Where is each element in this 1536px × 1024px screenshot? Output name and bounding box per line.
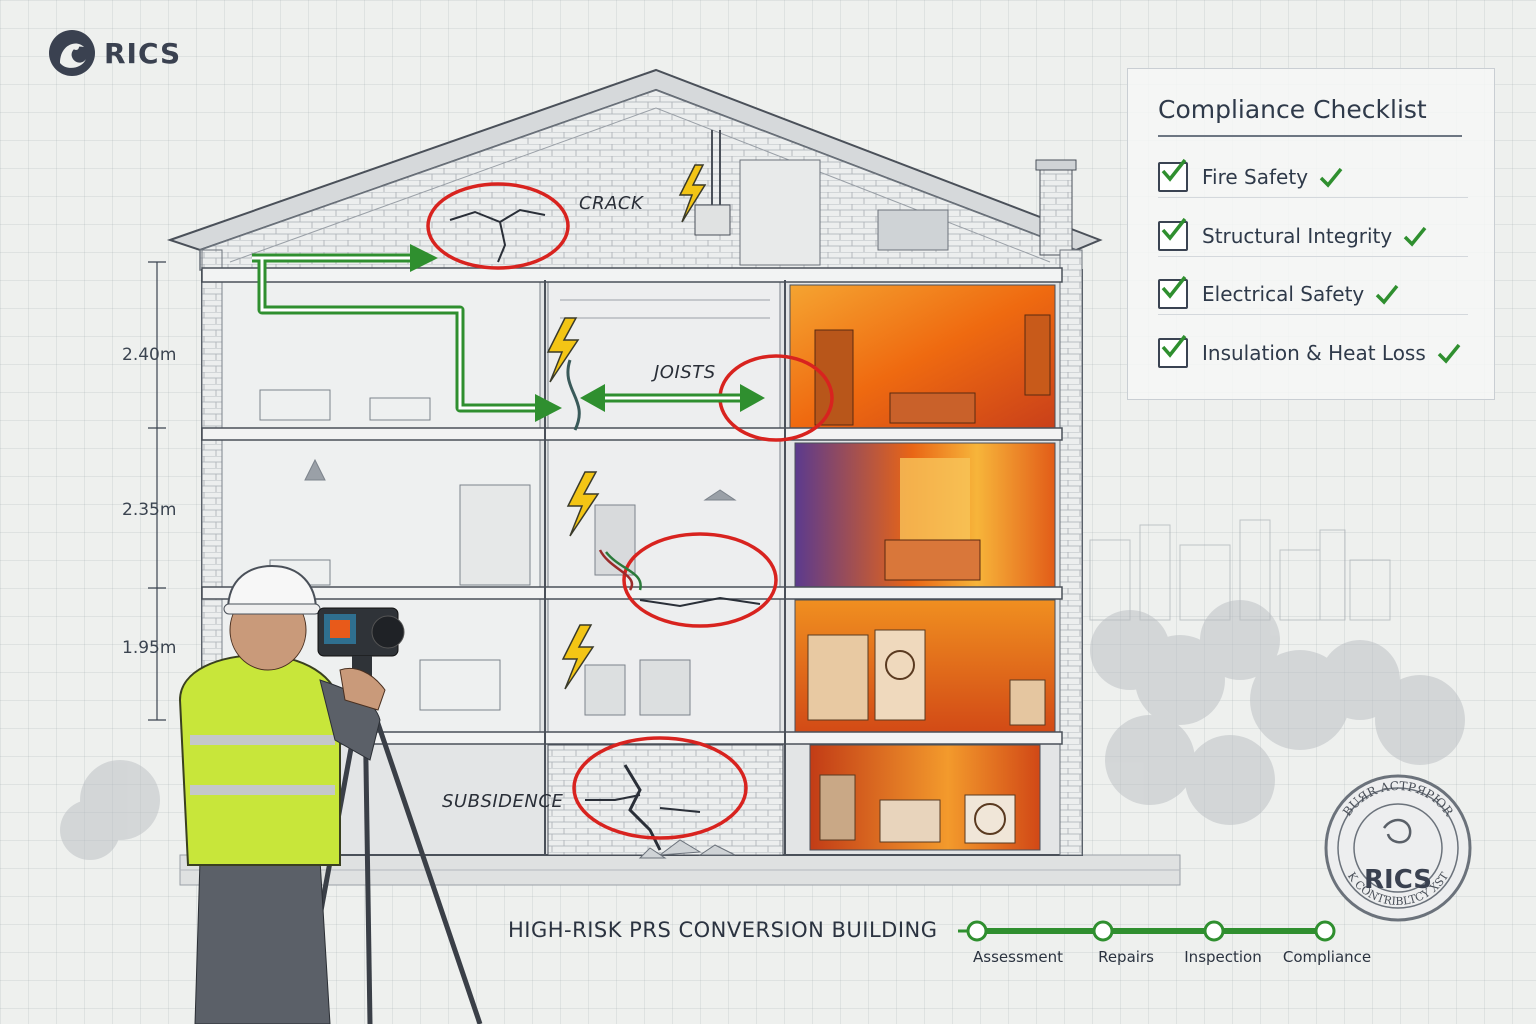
checkbox-icon[interactable] [1158,275,1188,309]
timeline-step-repairs[interactable]: Repairs [1098,948,1154,966]
dimension-lines [148,261,166,721]
dimension-label-middle: 2.35m [122,500,177,520]
checklist-item-fire-safety[interactable]: Fire Safety [1158,157,1468,198]
rubble [638,839,736,859]
checklist-divider [1158,135,1462,137]
rics-logo: RICS [46,26,181,80]
compliance-checklist: Compliance Checklist Fire Safety Structu… [1127,68,1495,400]
left-rooms [221,279,541,734]
checkmark-icon [1319,167,1343,188]
hard-hat-icon [226,564,318,611]
surveyor [178,564,483,1024]
checklist-title: Compliance Checklist [1158,95,1427,124]
progress-timeline [958,920,1336,942]
checklist-item-electrical-safety[interactable]: Electrical Safety [1158,274,1468,315]
checklist-item-label: Electrical Safety [1202,282,1365,306]
rics-seal [1324,774,1472,922]
checklist-item-label: Structural Integrity [1202,224,1393,248]
checkbox-icon[interactable] [1158,334,1188,368]
attic-crack [449,208,546,263]
chimney [1039,164,1073,256]
callout-crack: CRACK [579,193,644,214]
checkbox-icon[interactable] [1158,217,1188,251]
checklist-item-insulation-heat-loss[interactable]: Insulation & Heat Loss [1158,333,1468,373]
attic-electrical-box [694,204,731,236]
building-title: HIGH-RISK PRS CONVERSION BUILDING [508,918,938,942]
timeline-step-inspection[interactable]: Inspection [1184,948,1262,966]
checklist-item-label: Fire Safety [1202,165,1309,189]
timeline-step-assessment[interactable]: Assessment [973,948,1063,966]
checklist-item-label: Insulation & Heat Loss [1202,341,1426,365]
callout-subsidence: SUBSIDENCE [442,791,564,812]
dimension-label-bottom: 1.95m [122,638,177,658]
checklist-item-structural-integrity[interactable]: Structural Integrity [1158,216,1468,257]
checkmark-icon [1376,284,1399,305]
checkbox-icon[interactable] [1158,158,1188,192]
checkmark-icon [1403,226,1427,247]
lightning-icon [546,164,707,690]
timeline-step-compliance[interactable]: Compliance [1282,948,1372,966]
rics-logo-icon [49,30,95,76]
checkmark-icon [1437,343,1461,364]
floor-slabs [201,267,1063,745]
hi-vis-vest [178,653,341,866]
thermal-rooms [789,284,1056,851]
brand-name: RICS [104,36,182,70]
roof [166,68,1103,271]
callout-joists: JOISTS [654,362,716,383]
background-trees [60,600,1465,860]
dimension-label-top: 2.40m [122,345,177,365]
